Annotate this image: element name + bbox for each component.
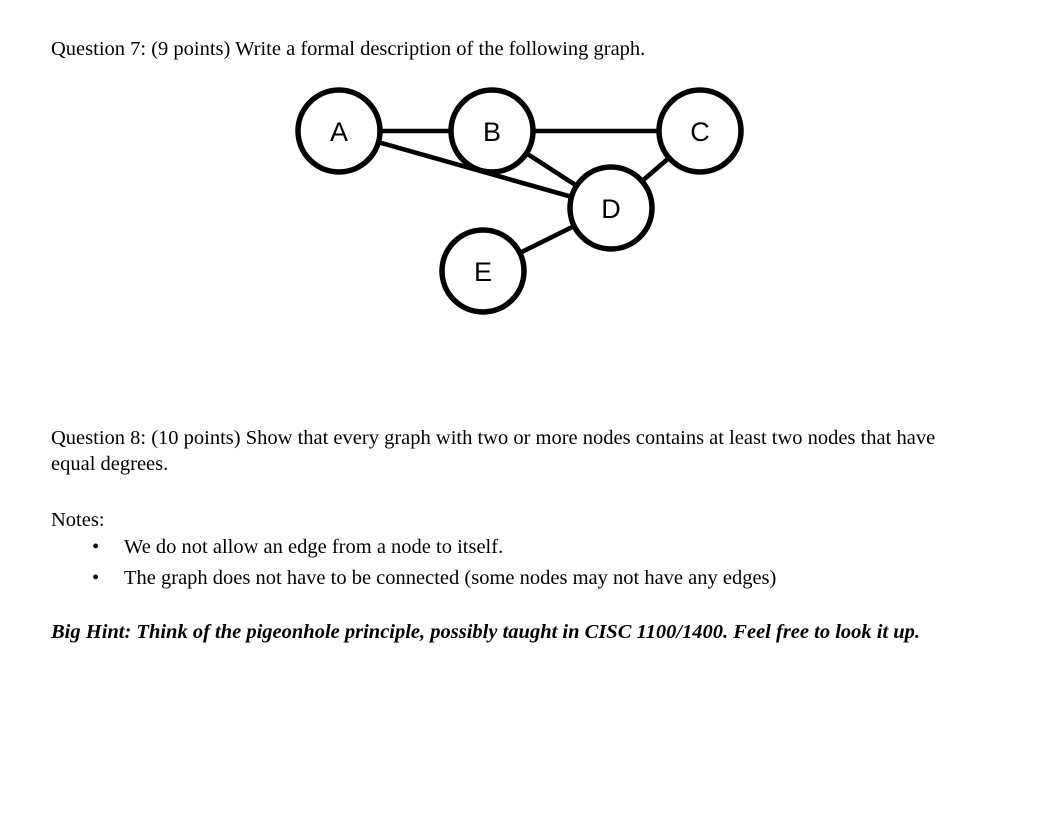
graph-edge-b-d bbox=[523, 150, 580, 189]
graph-figure: A B C D E bbox=[280, 78, 780, 328]
graph-node-a bbox=[295, 87, 383, 175]
bullet-icon: • bbox=[92, 567, 100, 589]
big-hint-text: Big Hint: Think of the pigeonhole princi… bbox=[51, 621, 921, 643]
question-7-prompt: Question 7: (9 points) Write a formal de… bbox=[51, 38, 646, 60]
graph-nodes: A B C D E bbox=[295, 87, 744, 315]
graph-edge-d-e bbox=[516, 223, 578, 256]
graph-edge-c-d bbox=[638, 154, 673, 185]
graph-node-e bbox=[439, 227, 527, 315]
question-8-prompt: Question 8: (10 points) Show that every … bbox=[51, 427, 936, 475]
notes-list-item-text: The graph does not have to be connected … bbox=[124, 567, 777, 589]
notes-list-item-text: We do not allow an edge from a node to i… bbox=[124, 536, 504, 558]
bullet-icon: • bbox=[92, 536, 100, 558]
graph-svg: A B C D E bbox=[295, 87, 744, 315]
graph-node-b bbox=[448, 87, 536, 175]
notes-list: • We do not allow an edge from a node to … bbox=[51, 532, 1001, 594]
notes-list-item: • The graph does not have to be connected… bbox=[51, 563, 1001, 594]
graph-node-d bbox=[567, 164, 655, 252]
graph-node-label-c: C bbox=[690, 117, 710, 147]
notes-list-item: • We do not allow an edge from a node to … bbox=[51, 532, 1001, 563]
graph-node-label-b: B bbox=[483, 117, 501, 147]
graph-node-label-a: A bbox=[330, 117, 348, 147]
notes-label: Notes: bbox=[51, 509, 105, 531]
graph-node-label-d: D bbox=[601, 194, 621, 224]
graph-node-c bbox=[656, 87, 744, 175]
graph-node-label-e: E bbox=[474, 257, 492, 287]
